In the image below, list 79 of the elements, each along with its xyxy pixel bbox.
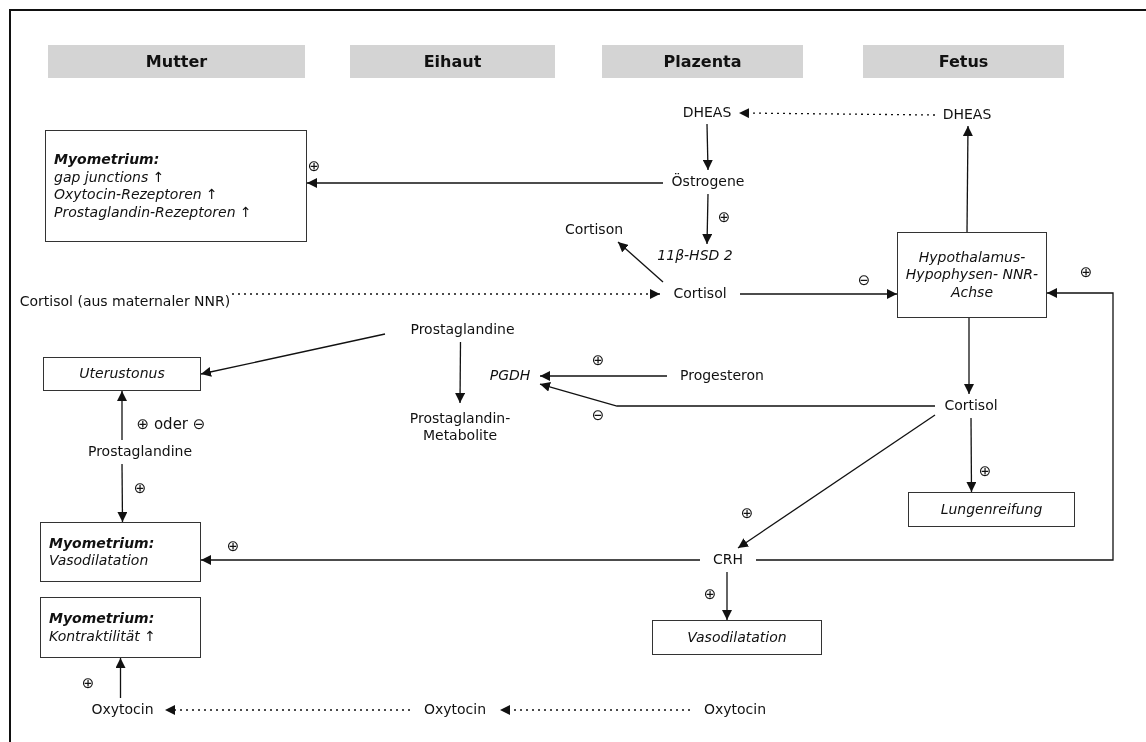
effect-box [652,620,822,655]
effect-box [897,232,1047,318]
arrow [722,571,732,621]
hormone-label: Oxytocin [410,698,500,722]
effect-sign: ⊕ [225,538,241,554]
effect-text: Uterustonus [79,365,165,383]
arrow [966,417,977,493]
arrow [964,317,974,395]
box-heading: Myometrium: [54,151,160,169]
box-heading: Myometrium: [49,534,155,552]
arrow [739,289,898,299]
arrow [117,390,127,441]
hormone-label: Prostaglandine [70,440,210,464]
arrow [702,123,713,171]
arrow [539,371,668,381]
effect-sign: ⊕ [702,586,718,602]
hormone-label: Cortisol (aus maternaler NNR) [18,280,232,324]
arrow [200,333,386,377]
header-text: Fetus [938,51,989,72]
header-text: Eihaut [423,51,482,72]
column-header [48,45,305,78]
hormone-label: Cortisol [935,394,1007,418]
effect-sign: ⊕ [132,480,148,496]
arrow [539,381,936,407]
hormone-label: CRH [700,548,756,572]
arrow [200,555,701,565]
box-heading: Myometrium: [49,610,155,628]
hormone-label: Oxytocin [80,698,165,722]
enzyme-label: 11β-HSD 2 [645,244,745,268]
arrow [617,241,664,283]
effect-sign: ⊕ [1078,264,1094,280]
effect-sign: ⊕ [739,505,755,521]
effect-box [43,357,201,391]
effect-text: Kontraktilität ↑ [49,627,156,645]
arrow [755,288,1114,561]
effect-sign: ⊖ [856,272,872,288]
arrow [306,178,664,188]
effect-box [40,597,201,658]
header-text: Mutter [145,51,208,72]
effect-text: Prostaglandin-Rezeptoren ↑ [54,203,252,221]
effect-sign: ⊕ [977,463,993,479]
effect-text: Vasodilatation [49,552,149,570]
arrow [962,125,973,233]
arrow [115,657,126,699]
effect-sign: ⊖ [590,407,606,423]
column-header [863,45,1064,78]
hormone-label: DHEAS [675,102,739,124]
effect-sign: ⊕ [716,209,732,225]
effect-text: Hypothalamus- Hypophysen- NNR-Achse [904,248,1040,302]
dotted-arrow [499,705,691,715]
hormone-label: DHEAS [935,104,999,126]
hormone-label: Cortison [555,218,633,242]
hormone-label: Cortisol [660,282,740,306]
effect-text: Vasodilatation [687,628,787,647]
hormone-label: Oxytocin [690,698,780,722]
effect-text: Oxytocin-Rezeptoren ↑ [54,186,218,204]
hormone-label: Östrogene [663,170,753,194]
effect-box [45,130,307,242]
effect-sign: ⊕ [590,352,606,368]
dotted-arrow [164,705,411,715]
effect-text: Lungenreifung [940,500,1043,519]
enzyme-label: PGDH [480,364,540,388]
effect-sign: ⊕ [80,675,96,691]
arrow [702,193,713,245]
dotted-arrow [231,289,661,299]
hormone-label: Prostaglandine [385,318,540,342]
hormone-label: Prostaglandin- Metabolite [385,403,535,451]
column-header [602,45,803,78]
arrow [455,341,466,404]
effect-text: gap junctions ↑ [54,168,165,186]
hormone-label: Progesteron [667,364,777,388]
effect-sign: ⊕ oder ⊖ [135,416,207,432]
column-header [350,45,555,78]
effect-box [908,492,1075,527]
arrow [737,414,936,549]
effect-box [40,522,201,582]
dotted-arrow [738,108,936,119]
arrow [117,463,128,523]
header-text: Plazenta [663,51,742,72]
